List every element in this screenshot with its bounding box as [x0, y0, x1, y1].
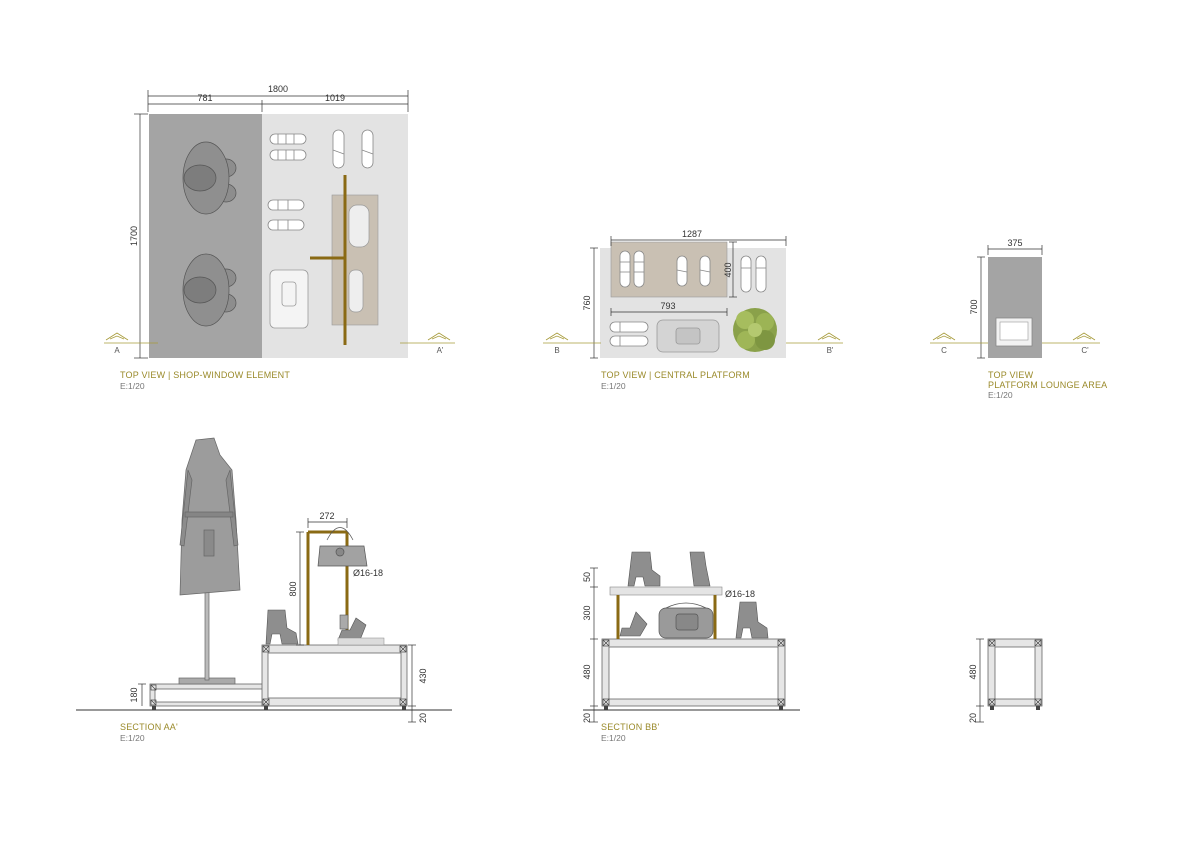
lounge-seat-icon [995, 317, 1033, 347]
small-shelf [337, 637, 385, 646]
shoes-top-icon [267, 199, 305, 231]
boot-icon [627, 551, 661, 587]
dim-right-width: 1019 [325, 93, 345, 103]
sandal-icon [619, 611, 648, 637]
dim-rail-height: 800 [288, 581, 298, 596]
dim-mid: 300 [582, 605, 592, 620]
boot-icon [689, 551, 711, 587]
top-view-shop-window: 1800 781 1019 1700 [104, 84, 455, 391]
dim-left-width: 781 [197, 93, 212, 103]
shoes-top-icon [269, 133, 307, 161]
dim-feet: 20 [418, 713, 428, 723]
frame-corner-marks [988, 639, 1042, 706]
scale-section-bb: E:1/20 [601, 733, 626, 743]
mannequin-icon [178, 437, 241, 685]
caption-section-bb: SECTION BB' [601, 722, 660, 732]
dimension-lines [590, 236, 787, 359]
dim-low-step: 180 [129, 687, 139, 702]
section-bb: 50 Ø16-18 300 480 20 SECTION BB' E:1/20 [582, 551, 800, 743]
bag-top-icon [656, 319, 720, 353]
frame-corner-marks [602, 639, 785, 706]
caption-section-aa: SECTION AA' [120, 722, 178, 732]
section-marker-a [104, 332, 158, 344]
dim-high-step: 430 [418, 668, 428, 683]
caption-top-view-shop-window: TOP VIEW | SHOP-WINDOW ELEMENT [120, 370, 290, 380]
dim-inner-height: 400 [723, 262, 733, 277]
section-marker-b [543, 332, 601, 344]
brass-supports [616, 595, 717, 639]
top-view-central-platform: 1287 400 793 760 [543, 229, 843, 391]
feet [152, 706, 406, 710]
caption-top-view-lounge-line2: PLATFORM LOUNGE AREA [988, 380, 1107, 390]
section-aa: 272 800 Ø16-18 180 430 20 SECTION AA' E:… [76, 437, 452, 743]
section-marker-b-prime [786, 332, 843, 344]
low-step [149, 683, 269, 707]
section-label-b: B [554, 346, 559, 355]
section-marker-a-prime [400, 332, 455, 344]
top-view-lounge: 375 700 C C' TOP VIEW PLATFORM LOUNGE AR… [930, 238, 1107, 400]
mannequin-top-icon [182, 253, 237, 327]
dim-rail-width: 272 [319, 511, 334, 521]
section-label-c-prime: C' [1081, 346, 1089, 355]
dim-base: 480 [582, 664, 592, 679]
sandals-top-icon [332, 129, 374, 169]
dim-width: 375 [1007, 238, 1022, 248]
upper-shelf [609, 586, 723, 596]
caption-top-view-central-platform: TOP VIEW | CENTRAL PLATFORM [601, 370, 750, 380]
sandal-icon [337, 614, 367, 641]
dim-height: 700 [969, 299, 979, 314]
dim-total-width: 1800 [268, 84, 288, 94]
platform-frame [601, 638, 786, 707]
dim-width: 1287 [682, 229, 702, 239]
dimension-lines [138, 518, 416, 723]
section-label-b-prime: B' [827, 346, 834, 355]
brass-rail [310, 175, 347, 345]
caption-top-view-lounge-line1: TOP VIEW [988, 370, 1034, 380]
boot-icon [265, 609, 299, 645]
scale-top-view-lounge: E:1/20 [988, 390, 1013, 400]
dim-tube: Ø16-18 [353, 568, 383, 578]
dim-height: 760 [582, 295, 592, 310]
dimension-lines [976, 638, 984, 723]
sandals-on-platform-icon [348, 204, 370, 313]
scale-section-aa: E:1/20 [120, 733, 145, 743]
feet [604, 706, 783, 710]
dim-inner-width: 793 [660, 301, 675, 311]
dim-base: 480 [968, 664, 978, 679]
bag-icon [658, 602, 714, 639]
dim-height: 1700 [129, 226, 139, 246]
dimension-lines [977, 245, 1043, 359]
bag-top-icon [269, 269, 309, 329]
plant-top-icon [733, 308, 777, 352]
boot-icon [735, 601, 769, 639]
section-cc: 480 20 [968, 638, 1043, 723]
section-marker-c-prime [1042, 332, 1100, 344]
dim-tube: Ø16-18 [725, 589, 755, 599]
dim-top: 50 [582, 572, 592, 582]
lounge-frame [987, 638, 1043, 707]
shoes-top-icon [609, 321, 649, 347]
frame-corner-marks [150, 645, 407, 706]
scale-top-view-shop-window: E:1/20 [120, 381, 145, 391]
section-marker-c [930, 332, 988, 344]
section-label-a: A [114, 346, 120, 355]
dimension-lines [134, 90, 409, 359]
high-step [261, 644, 408, 707]
section-label-a-prime: A' [437, 346, 444, 355]
dim-feet: 20 [968, 713, 978, 723]
dim-feet: 20 [582, 713, 592, 723]
handbag-icon [317, 527, 368, 567]
scale-top-view-central-platform: E:1/20 [601, 381, 626, 391]
mannequin-top-icon [182, 141, 237, 215]
sandals-top-icon [619, 250, 767, 293]
feet [990, 706, 1040, 710]
section-label-c: C [941, 346, 947, 355]
dimension-lines [590, 567, 598, 723]
